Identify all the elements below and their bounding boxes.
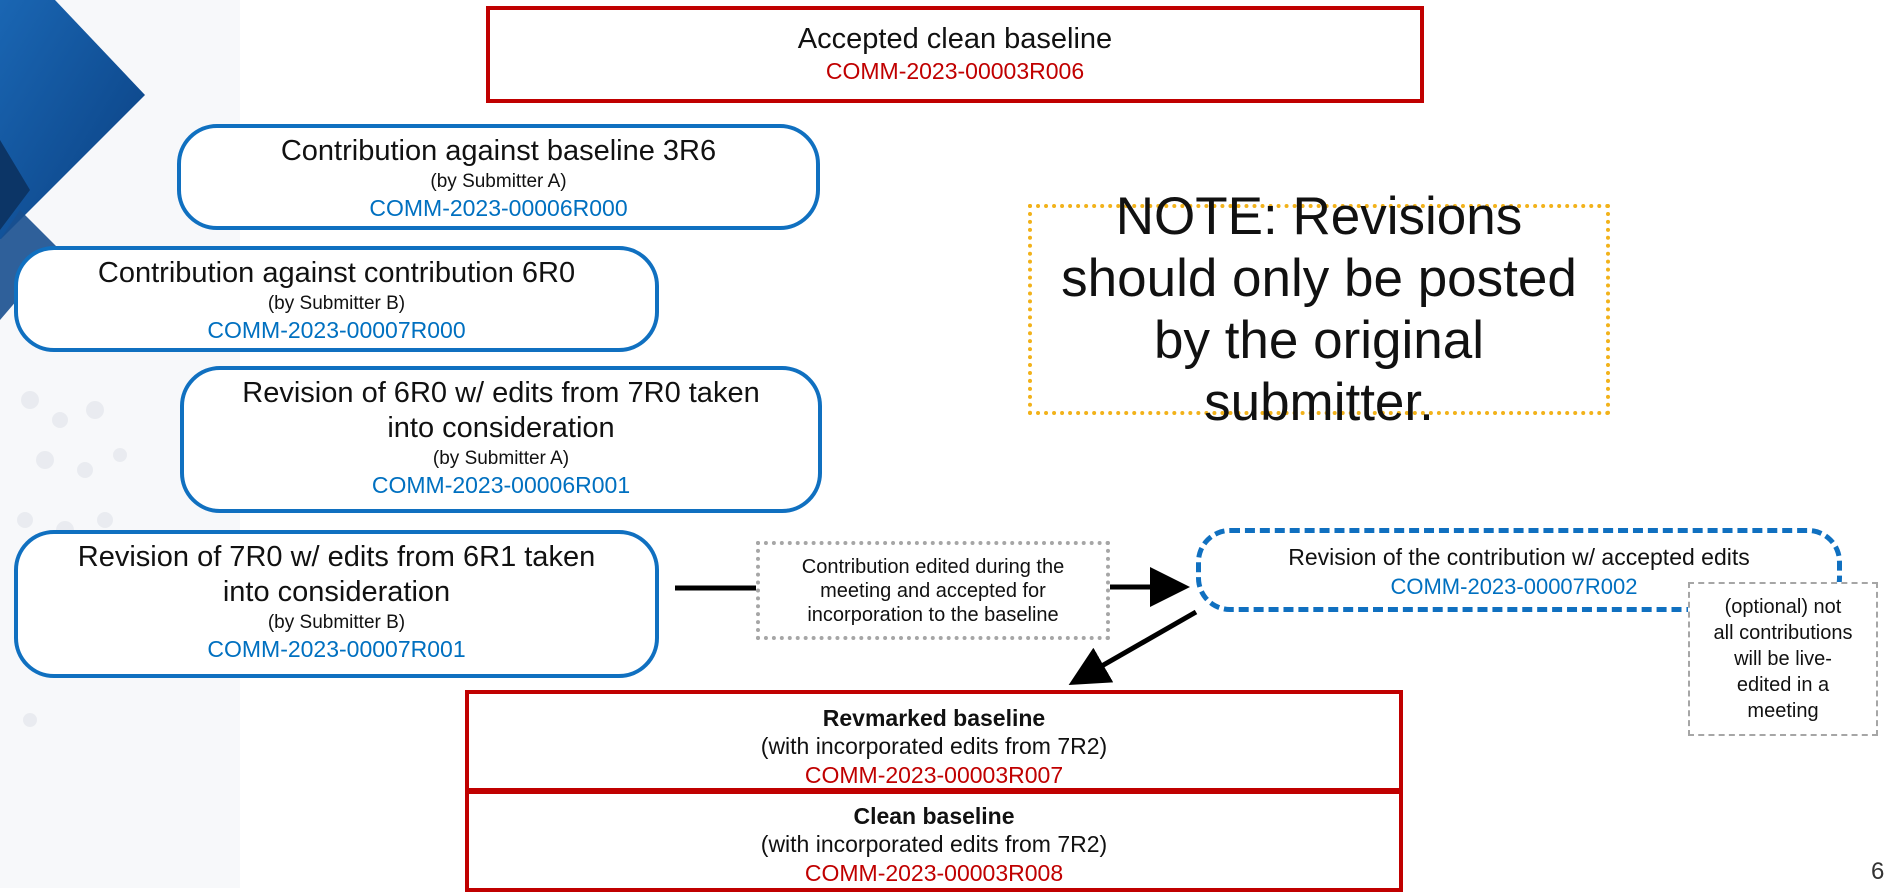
box-code: COMM-2023-00003R006 bbox=[825, 58, 1085, 84]
contribution-6r0-box: Contribution against baseline 3R6 (by Su… bbox=[177, 124, 820, 230]
optional-line5: meeting bbox=[1747, 700, 1819, 722]
box-code: COMM-2023-00003R007 bbox=[804, 762, 1064, 788]
box-title: Revmarked baseline bbox=[822, 705, 1046, 731]
box-submitter: (by Submitter B) bbox=[267, 293, 406, 314]
edited-line1: Contribution edited during the bbox=[801, 555, 1065, 578]
edited-line2: meeting and accepted for bbox=[820, 579, 1046, 602]
box-code: COMM-2023-00007R001 bbox=[207, 636, 466, 662]
box-code: COMM-2023-00007R000 bbox=[207, 317, 466, 343]
box-title: Contribution against contribution 6R0 bbox=[97, 257, 576, 289]
box-submitter: (by Submitter A) bbox=[432, 448, 570, 469]
box-title-line2: into consideration bbox=[387, 412, 615, 444]
box-title-line1: Revision of 6R0 w/ edits from 7R0 taken bbox=[242, 377, 760, 409]
note-text: NOTE: Revisions should only be posted by… bbox=[1052, 186, 1586, 434]
box-code: COMM-2023-00003R008 bbox=[804, 860, 1064, 886]
box-code: COMM-2023-00007R002 bbox=[1390, 574, 1638, 599]
revision-7r1-box: Revision of 7R0 w/ edits from 6R1 taken … bbox=[14, 530, 659, 678]
note-body: Revisions should only be posted by the o… bbox=[1061, 186, 1577, 432]
box-title: Contribution against baseline 3R6 bbox=[280, 135, 717, 167]
optional-line2: all contributions bbox=[1713, 622, 1853, 644]
box-subtitle: (with incorporated edits from 7R2) bbox=[760, 831, 1108, 857]
box-title: Revision of the contribution w/ accepted… bbox=[1288, 544, 1750, 570]
box-title-line2: into consideration bbox=[222, 576, 451, 608]
optional-note-box: (optional) not all contributions will be… bbox=[1688, 582, 1878, 736]
page-number: 6 bbox=[1871, 858, 1885, 885]
box-submitter: (by Submitter A) bbox=[430, 171, 567, 192]
optional-line4: edited in a bbox=[1736, 674, 1830, 696]
edited-during-meeting-box: Contribution edited during the meeting a… bbox=[756, 541, 1110, 640]
revision-6r1-box: Revision of 6R0 w/ edits from 7R0 taken … bbox=[180, 366, 822, 513]
box-code: COMM-2023-00006R000 bbox=[369, 195, 628, 221]
contribution-7r0-box: Contribution against contribution 6R0 (b… bbox=[14, 246, 659, 352]
edited-line3: incorporation to the baseline bbox=[807, 603, 1059, 626]
optional-line1: (optional) not bbox=[1724, 596, 1842, 618]
optional-line3: will be live- bbox=[1734, 648, 1832, 670]
box-title: Clean baseline bbox=[853, 803, 1015, 829]
box-subtitle: (with incorporated edits from 7R2) bbox=[760, 733, 1108, 759]
box-code: COMM-2023-00006R001 bbox=[371, 472, 631, 498]
clean-baseline-box: Clean baseline (with incorporated edits … bbox=[465, 790, 1403, 892]
box-title: Accepted clean baseline bbox=[797, 23, 1113, 55]
accepted-clean-baseline-box: Accepted clean baseline COMM-2023-00003R… bbox=[486, 6, 1424, 103]
box-submitter: (by Submitter B) bbox=[267, 612, 406, 633]
note-label: NOTE: bbox=[1115, 186, 1278, 246]
box-title-line1: Revision of 7R0 w/ edits from 6R1 taken bbox=[77, 541, 596, 573]
revmarked-baseline-box: Revmarked baseline (with incorporated ed… bbox=[465, 690, 1403, 792]
note-box: NOTE: Revisions should only be posted by… bbox=[1028, 187, 1610, 432]
